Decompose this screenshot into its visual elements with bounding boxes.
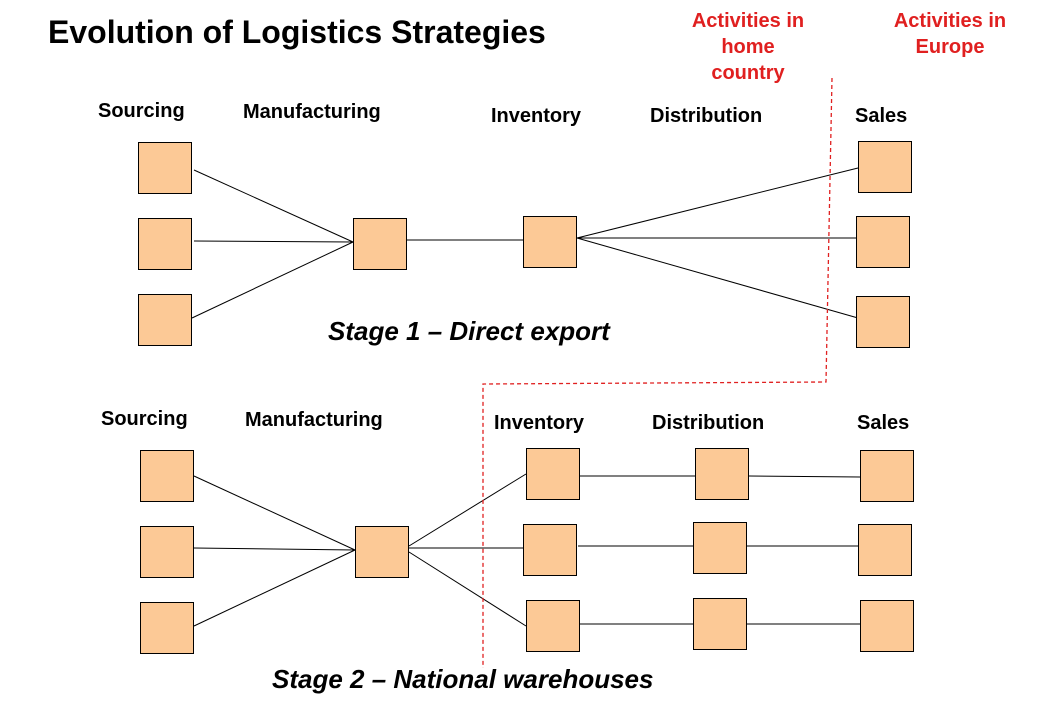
sourcing-header: Sourcing <box>101 408 188 430</box>
sales-header: Sales <box>857 412 910 434</box>
connector <box>193 547 356 551</box>
connector <box>193 475 356 551</box>
sales-header: Sales <box>855 105 908 127</box>
connector <box>193 169 354 243</box>
sourcing-node <box>140 450 194 502</box>
inventory-header: Inventory <box>494 412 585 434</box>
connector <box>748 475 861 478</box>
sourcing-node <box>140 602 194 654</box>
sales-node <box>856 216 910 268</box>
distribution-header: Distribution <box>652 412 765 434</box>
stage2-connectors <box>193 473 861 627</box>
manufacturing-node <box>355 526 409 578</box>
sourcing-node <box>138 218 192 270</box>
inventory-header: Inventory <box>491 105 582 127</box>
diagram-title: Evolution of Logistics Strategies <box>48 14 546 50</box>
stage2-caption: Stage 2 – National warehouses <box>272 664 654 694</box>
connector <box>193 240 354 243</box>
sourcing-header: Sourcing <box>98 100 185 122</box>
sales-node <box>860 600 914 652</box>
inventory-node <box>526 600 580 652</box>
inventory-node <box>523 524 577 576</box>
manufacturing-node <box>353 218 407 270</box>
distribution-node <box>693 522 747 574</box>
sourcing-node <box>140 526 194 578</box>
distribution-header: Distribution <box>650 105 763 127</box>
connector <box>193 549 356 627</box>
manufacturing-header: Manufacturing <box>243 101 381 123</box>
inventory-node <box>526 448 580 500</box>
manufacturing-header: Manufacturing <box>245 409 383 431</box>
sales-node <box>858 524 912 576</box>
connector <box>191 241 354 319</box>
sales-node <box>858 141 912 193</box>
sourcing-node <box>138 294 192 346</box>
inventory-node <box>523 216 577 268</box>
distribution-node <box>695 448 749 500</box>
sourcing-node <box>138 142 192 194</box>
region-boundary <box>482 77 833 668</box>
stage1-caption: Stage 1 – Direct export <box>328 316 610 346</box>
stage1-connectors <box>191 167 859 319</box>
home-country-label: Activities in home country <box>691 10 805 84</box>
connector <box>408 473 527 547</box>
europe-label: Activities in Europe <box>893 10 1007 58</box>
sales-node <box>860 450 914 502</box>
sales-node <box>856 296 910 348</box>
connector <box>408 551 527 627</box>
connector <box>576 237 859 319</box>
connector <box>576 167 859 239</box>
distribution-node <box>693 598 747 650</box>
